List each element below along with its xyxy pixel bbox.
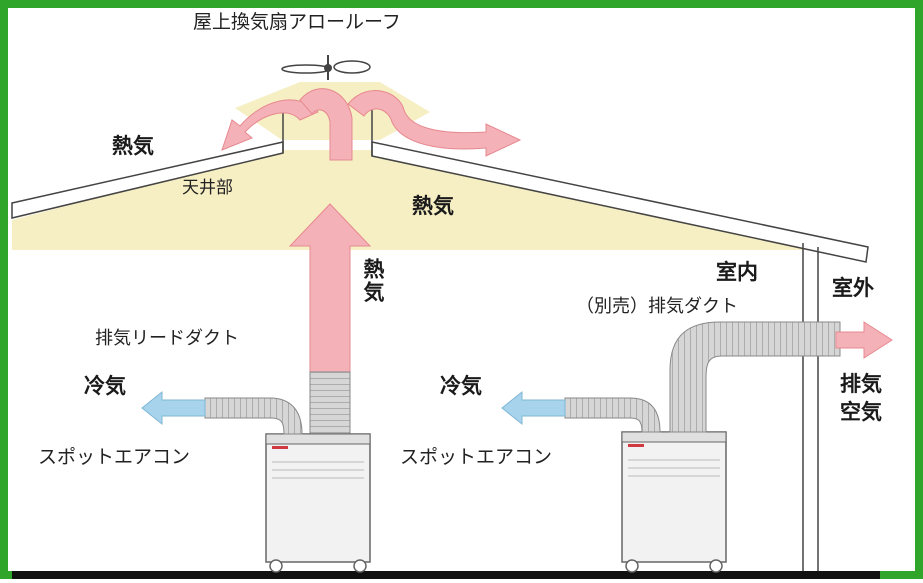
exhaust-air-label-line2: 空気 xyxy=(840,400,882,424)
heat-arrow-left xyxy=(221,99,319,151)
optional-exhaust-duct xyxy=(669,321,841,433)
heat-arrow-down xyxy=(299,88,353,161)
heat-left-label: 熱気 xyxy=(112,134,154,158)
floor-line xyxy=(12,571,880,579)
spot-ac-left-unit xyxy=(265,433,371,573)
cool-duct-right xyxy=(564,397,661,433)
exhaust-air-label-line1: 排気 xyxy=(840,372,882,396)
roof-fan-label: 屋上換気扇アロールーフ xyxy=(193,11,401,33)
cool-duct-left xyxy=(204,397,303,435)
spot-ac-right-label: スポットエアコン xyxy=(400,446,553,468)
spot-ac-left-label: スポットエアコン xyxy=(38,446,191,468)
indoor-label: 室内 xyxy=(716,260,758,284)
cool-air-right-label: 冷気 xyxy=(440,374,482,398)
exhaust-lead-duct-label: 排気リードダクト xyxy=(95,328,239,349)
roof-fan-icon xyxy=(281,55,371,80)
cool-air-left-label: 冷気 xyxy=(84,374,126,398)
heat-arrow-right xyxy=(347,90,522,157)
heat-vertical-label: 熱気 xyxy=(361,258,385,304)
optional-exhaust-duct-label: （別売）排気ダクト xyxy=(576,296,738,317)
spot-ac-right-unit xyxy=(621,431,727,573)
exhaust-arrow-outside xyxy=(835,321,893,359)
outdoor-label: 室外 xyxy=(832,276,874,300)
heat-right-label: 熱気 xyxy=(412,194,454,218)
cool-arrow-left xyxy=(141,390,206,426)
attic-area xyxy=(12,150,805,250)
ceiling-label: 天井部 xyxy=(182,178,233,198)
lead-duct xyxy=(309,371,351,435)
heat-arrow-up xyxy=(288,203,372,373)
frame-inner xyxy=(8,8,915,571)
cool-arrow-right xyxy=(501,390,566,426)
